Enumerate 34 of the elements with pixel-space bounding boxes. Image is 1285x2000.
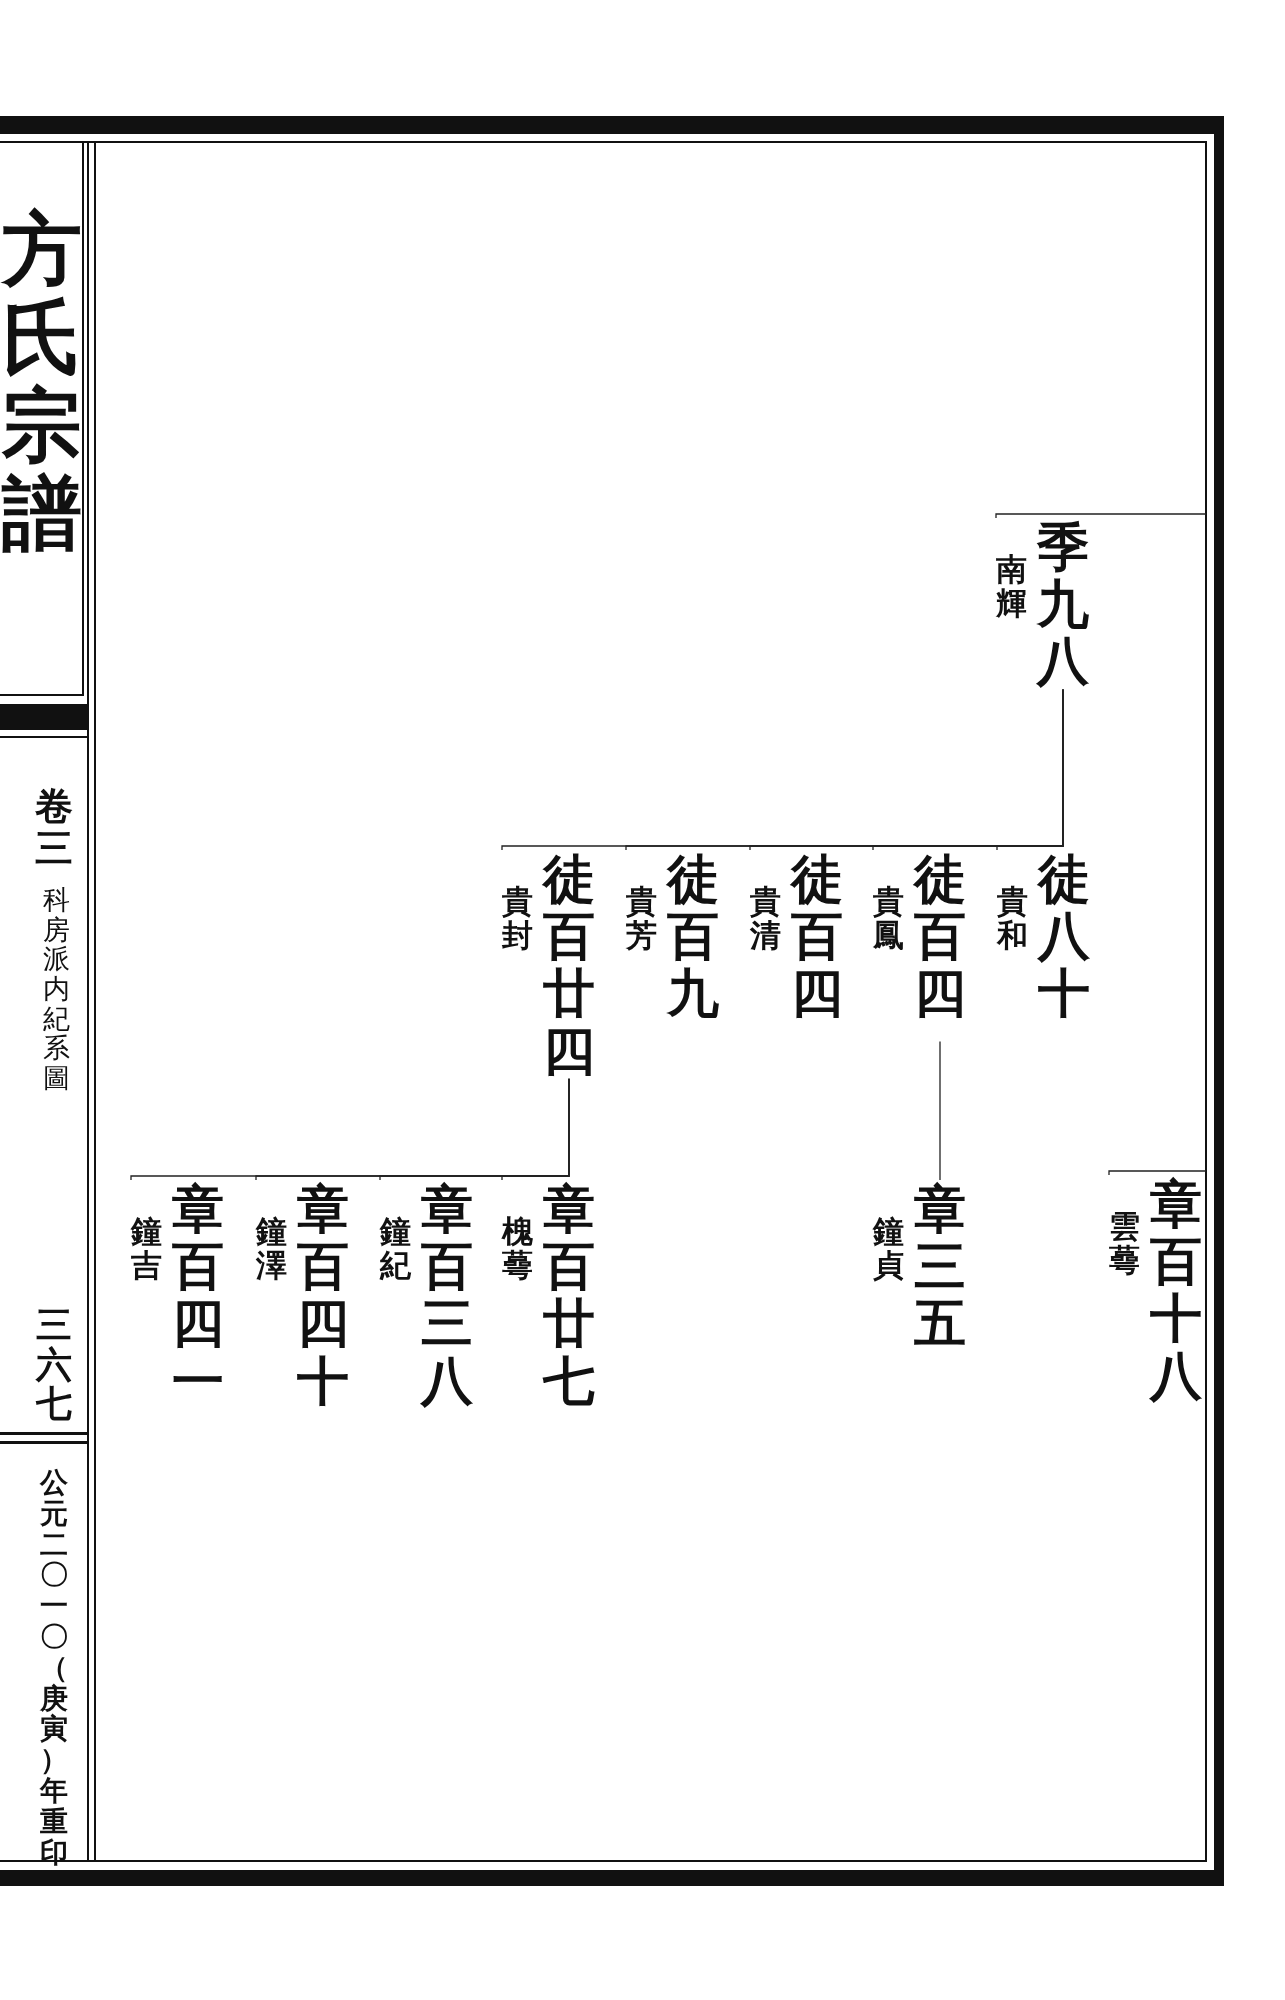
generation-name: 章百四一 xyxy=(172,1180,224,1409)
given-name: 雲蕚 xyxy=(1109,1209,1140,1278)
lineage-line xyxy=(1108,1170,1207,1176)
generation-name: 章百十八 xyxy=(1150,1175,1202,1404)
generation-name: 章百三八 xyxy=(421,1180,473,1409)
generation-name: 徒八十 xyxy=(1038,850,1090,1022)
margin-text: 卷三 xyxy=(35,785,73,869)
given-name: 貴封 xyxy=(502,884,533,953)
generation-name: 徒百廿四 xyxy=(543,850,595,1079)
generation-name: 章百廿七 xyxy=(543,1180,595,1409)
given-name: 貴芳 xyxy=(626,884,657,953)
given-name: 鐘澤 xyxy=(256,1214,287,1283)
lineage-line xyxy=(939,1040,941,1181)
given-name: 貴鳳 xyxy=(873,884,904,953)
lineage-line xyxy=(501,688,1064,851)
lineage-line xyxy=(995,513,1207,519)
generation-name: 徒百四 xyxy=(791,850,843,1022)
generation-name: 季九八 xyxy=(1037,518,1089,690)
margin-text: 三六七 xyxy=(36,1305,72,1424)
generation-name: 章三五 xyxy=(914,1180,966,1352)
given-name: 鐘吉 xyxy=(131,1214,162,1283)
given-name: 貴和 xyxy=(997,884,1028,953)
lineage-line xyxy=(130,1078,570,1181)
margin-text: 科房派内紀系圖 xyxy=(42,885,70,1093)
generation-name: 徒百九 xyxy=(667,850,719,1022)
given-name: 鐘紀 xyxy=(380,1214,411,1283)
margin-text: 公元二〇一〇（庚寅）年重印 xyxy=(40,1468,68,1869)
given-name: 鐘貞 xyxy=(873,1214,904,1283)
given-name: 槐蕚 xyxy=(502,1214,533,1283)
given-name: 南輝 xyxy=(996,552,1027,621)
title-text: 方氏宗譜 xyxy=(2,205,82,557)
generation-name: 章百四十 xyxy=(297,1180,349,1409)
given-name: 貴清 xyxy=(750,884,781,953)
generation-name: 徒百四 xyxy=(914,850,966,1022)
